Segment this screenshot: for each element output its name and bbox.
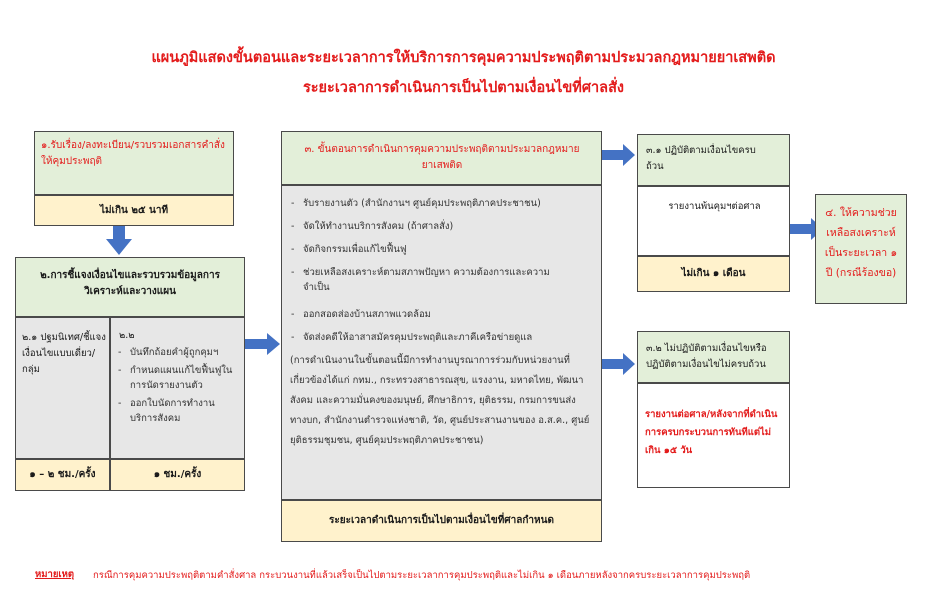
step31-time-box: ไม่เกิน ๑ เดือน — [637, 256, 790, 292]
step1-time: ไม่เกิน ๒๕ นาที — [99, 205, 169, 216]
arrow-right-icon — [602, 144, 635, 166]
step3-item: ช่วยเหลือสงเคราะห์ตามสภาพปัญหา ความต้องก… — [291, 265, 563, 295]
step2-header-box: ๒.การชี้แจงเงื่อนไขและรวบรวมข้อมูลการวิเ… — [15, 257, 245, 317]
arrow-right-icon — [602, 353, 635, 375]
remark-label: หมายเหตุ — [35, 569, 75, 580]
step4-box: ๔. ให้ความช่วยเหลือสงเคราะห์เป็นระยะเวลา… — [815, 194, 907, 304]
step2-sub2-item: ออกใบนัดการทำงานบริการสังคม — [118, 396, 240, 426]
arrow-right-icon — [790, 218, 823, 240]
step31-header: ๓.๑ ปฏิบัติตามเงื่อนไขครบถ้วน — [646, 145, 756, 172]
step2-sub2-box: ๒.๒ บันทึกถ้อยคำผู้ถูกคุมฯ กำหนดแผนแก้ไข… — [110, 317, 245, 459]
step31-body: รายงานพ้นคุมฯต่อศาล — [668, 201, 761, 212]
step3-item: จัดให้ทำงานบริการสังคม (ถ้าศาลสั่ง) — [291, 219, 595, 234]
step1-time-box: ไม่เกิน ๒๕ นาที — [34, 195, 234, 226]
chart-title: แผนภูมิแสดงขั้นตอนและระยะเวลาการให้บริกา… — [151, 50, 776, 66]
arrow-right-icon — [245, 333, 280, 355]
step2-header: ๒.การชี้แจงเงื่อนไขและรวบรวมข้อมูลการวิเ… — [40, 270, 220, 297]
step31-header-box: ๓.๑ ปฏิบัติตามเงื่อนไขครบถ้วน — [637, 134, 790, 186]
step3-item: รับรายงานตัว (สำนักงานฯ ศูนย์คุมประพฤติภ… — [291, 196, 595, 211]
chart-subtitle: ระยะเวลาการดำเนินการเป็นไปตามเงื่อนไขที่… — [302, 80, 624, 96]
step3-footer-box: ระยะเวลาดำเนินการเป็นไปตามเงื่อนไขที่ศาล… — [281, 500, 602, 542]
step3-body-box: รับรายงานตัว (สำนักงานฯ ศูนย์คุมประพฤติภ… — [281, 185, 602, 500]
step2-time2: ๑ ชม./ครั้ง — [153, 469, 202, 480]
step1-header: ๑.รับเรื่อง/ลงทะเบียน/รวบรวมเอกสารคำสั่ง… — [41, 140, 225, 167]
step3-header-box: ๓. ขั้นตอนการดำเนินการคุมความประพฤติตามป… — [281, 131, 602, 185]
step32-header-box: ๓.๒ ไม่ปฏิบัติตามเงื่อนไขหรือปฏิบัติตามเ… — [637, 331, 790, 383]
step32-header: ๓.๒ ไม่ปฏิบัติตามเงื่อนไขหรือปฏิบัติตามเ… — [646, 343, 767, 370]
step4-text: ๔. ให้ความช่วยเหลือสงเคราะห์เป็นระยะเวลา… — [824, 207, 898, 279]
arrow-down-icon — [106, 226, 132, 255]
step3-item: ออกสอดส่องบ้านสภาพแวดล้อม — [291, 307, 595, 322]
step2-sub1: ๒.๑ ปฐมนิเทศ/ชี้แจงเงื่อนไขแบบเดี่ยว/กลุ… — [22, 332, 106, 375]
step31-time: ไม่เกิน ๑ เดือน — [681, 268, 746, 279]
step32-body: รายงานต่อศาล/หลังจากที่ดำเนินการครบกระบว… — [645, 409, 778, 456]
step2-sub2-item: กำหนดแผนแก้ไขฟื้นฟูในการนัดรายงานตัว — [118, 363, 240, 393]
step3-item: จัดกิจกรรมเพื่อแก้ไขฟื้นฟู — [291, 242, 595, 257]
step32-body-box: รายงานต่อศาล/หลังจากที่ดำเนินการครบกระบว… — [637, 383, 790, 488]
step3-footer: ระยะเวลาดำเนินการเป็นไปตามเงื่อนไขที่ศาล… — [329, 515, 554, 526]
step2-sub2-item: บันทึกถ้อยคำผู้ถูกคุมฯ — [118, 345, 240, 360]
step3-header: ๓. ขั้นตอนการดำเนินการคุมความประพฤติตามป… — [304, 144, 580, 171]
step2-sub2-title: ๒.๒ — [119, 330, 135, 341]
step2-sub1-box: ๒.๑ ปฐมนิเทศ/ชี้แจงเงื่อนไขแบบเดี่ยว/กลุ… — [15, 317, 110, 459]
step3-note: (การดำเนินงานในขั้นตอนนี้มีการทำงานบูรณา… — [290, 355, 590, 446]
step3-item: จัดส่งคดีให้อาสาสมัครคุมประพฤติและภาคีเค… — [291, 330, 595, 345]
step2-time1: ๑ – ๒ ชม./ครั้ง — [29, 469, 96, 480]
step1-header-box: ๑.รับเรื่อง/ลงทะเบียน/รวบรวมเอกสารคำสั่ง… — [34, 131, 234, 195]
step2-time2-box: ๑ ชม./ครั้ง — [110, 459, 245, 491]
remark-text: กรณีการคุมความประพฤติตามคำสั่งศาล กระบวน… — [93, 570, 751, 581]
step31-body-box: รายงานพ้นคุมฯต่อศาล — [637, 186, 790, 256]
step2-time1-box: ๑ – ๒ ชม./ครั้ง — [15, 459, 110, 491]
